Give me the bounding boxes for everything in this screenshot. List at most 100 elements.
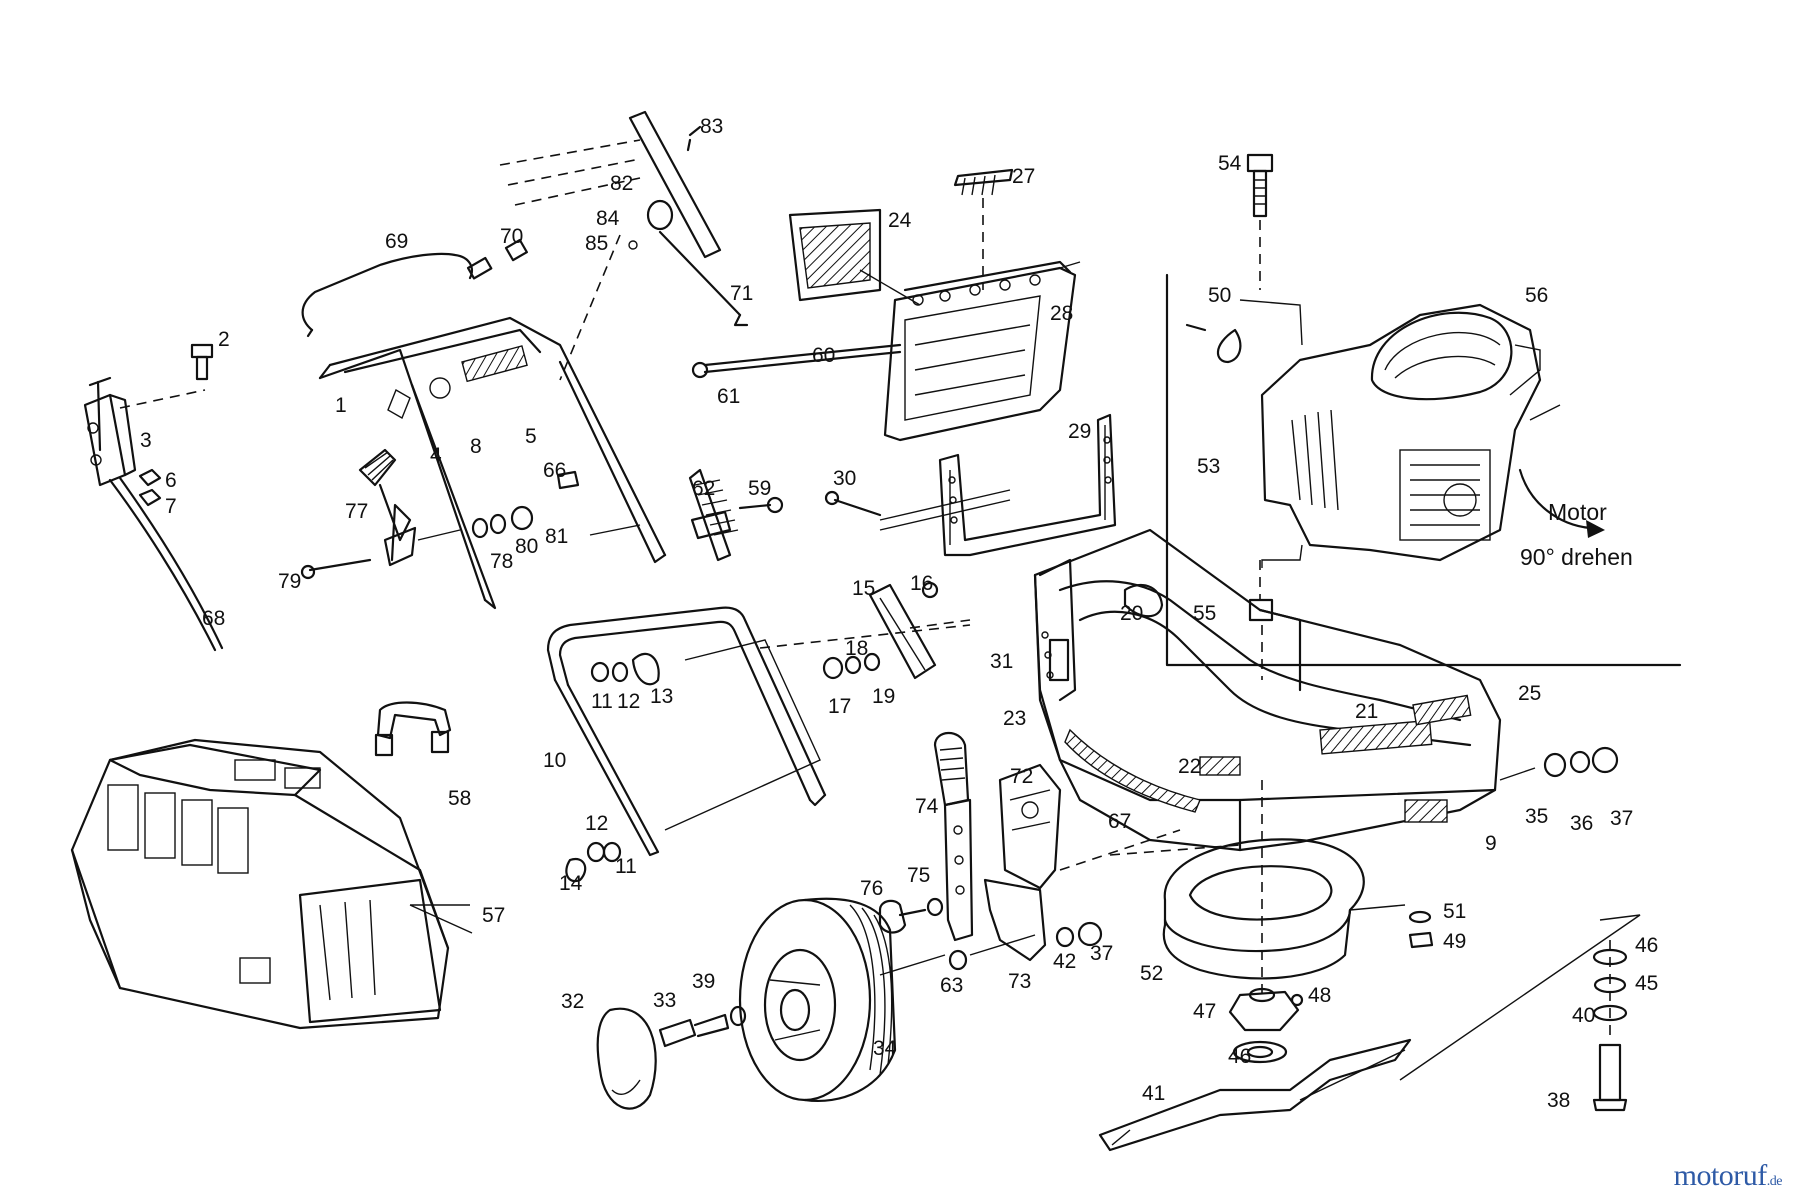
part-label: 75 xyxy=(907,864,930,887)
part-label: 60 xyxy=(812,344,835,367)
rotate-engine-note-line1: Motor xyxy=(1548,499,1607,525)
part-label: 33 xyxy=(653,989,676,1012)
part-label: 25 xyxy=(1518,682,1541,705)
part-label: 11 xyxy=(615,855,637,878)
part-label: 79 xyxy=(278,570,301,593)
upper-handle xyxy=(301,238,667,610)
part-label: 3 xyxy=(140,429,152,452)
part-label: 69 xyxy=(385,230,408,253)
part-label: 50 xyxy=(1208,284,1231,307)
part-label: 4 xyxy=(430,444,442,467)
part-label: 77 xyxy=(345,500,368,523)
grass-catcher xyxy=(70,701,473,1030)
part-label: 27 xyxy=(1012,165,1035,188)
part-label: 31 xyxy=(990,650,1013,673)
part-label: 40 xyxy=(1572,1004,1595,1027)
part-label: 41 xyxy=(1142,1082,1165,1105)
part-label: 23 xyxy=(1003,707,1026,730)
part-label: 84 xyxy=(596,207,620,230)
part-label: 74 xyxy=(915,795,939,818)
part-label: 37 xyxy=(1090,942,1113,965)
part-label: 71 xyxy=(730,282,753,305)
part-label: 13 xyxy=(650,685,673,708)
part-label: 58 xyxy=(448,787,471,810)
part-label: 81 xyxy=(545,525,568,548)
part-label: 72 xyxy=(1010,765,1033,788)
part-label: 14 xyxy=(559,872,583,895)
part-label: 63 xyxy=(940,974,963,997)
part-label: 30 xyxy=(833,467,856,490)
part-label: 8 xyxy=(470,435,482,458)
part-label: 83 xyxy=(700,115,723,138)
part-label: 28 xyxy=(1050,302,1073,325)
part-label: 61 xyxy=(717,385,740,408)
part-label: 57 xyxy=(482,904,505,927)
part-label: 66 xyxy=(543,459,566,482)
part-label: 18 xyxy=(845,637,868,660)
part-label: 82 xyxy=(610,172,633,195)
part-label: 48 xyxy=(1308,984,1331,1007)
part-label: 29 xyxy=(1068,420,1091,443)
part-label: 42 xyxy=(1053,950,1076,973)
part-label: 37 xyxy=(1610,807,1633,830)
part-label: 7 xyxy=(165,495,177,518)
part-label: 15 xyxy=(852,577,875,600)
rotate-engine-note-line2: 90° drehen xyxy=(1520,544,1633,570)
site-watermark: motoruf.de xyxy=(1673,1159,1783,1193)
mower-deck xyxy=(1033,528,1619,852)
part-label: 76 xyxy=(860,877,883,900)
part-label: 59 xyxy=(748,477,771,500)
part-label: 51 xyxy=(1443,900,1466,923)
part-label: 46 xyxy=(1228,1045,1251,1068)
part-label: 12 xyxy=(585,812,608,835)
lower-handle xyxy=(546,606,827,883)
part-label: 46 xyxy=(1635,934,1658,957)
height-adjuster xyxy=(878,731,1181,962)
part-label: 9 xyxy=(1485,832,1497,855)
part-label: 78 xyxy=(490,550,513,573)
part-label: 24 xyxy=(888,209,912,232)
watermark-tld: .de xyxy=(1766,1174,1783,1189)
part-label: 22 xyxy=(1178,755,1201,778)
part-number-labels: 1 2 3 4 5 6 7 8 9 10 11 11 12 12 13 14 1… xyxy=(140,115,1658,1112)
part-label: 36 xyxy=(1570,812,1593,835)
part-label: 62 xyxy=(692,477,715,500)
part-label: 2 xyxy=(218,328,230,351)
part-label: 19 xyxy=(872,685,895,708)
part-label: 17 xyxy=(828,695,851,718)
part-label: 56 xyxy=(1525,284,1548,307)
part-label: 49 xyxy=(1443,930,1466,953)
part-label: 38 xyxy=(1547,1089,1570,1112)
watermark-main: motoruf xyxy=(1673,1159,1768,1192)
part-label: 34 xyxy=(873,1037,897,1060)
part-label: 55 xyxy=(1193,602,1216,625)
part-label: 21 xyxy=(1355,700,1378,723)
part-label: 6 xyxy=(165,469,177,492)
part-label: 20 xyxy=(1120,602,1143,625)
handle-extension-dashed xyxy=(499,110,749,381)
blade-assembly xyxy=(1098,780,1641,1152)
part-label: 52 xyxy=(1140,962,1163,985)
part-label: 5 xyxy=(525,425,537,448)
part-label: 85 xyxy=(585,232,608,255)
part-label: 12 xyxy=(617,690,640,713)
part-label: 68 xyxy=(202,607,225,630)
engine-inset xyxy=(1165,153,1682,680)
part-label: 35 xyxy=(1525,805,1548,828)
upper-parts xyxy=(300,168,1117,680)
part-label: 80 xyxy=(515,535,538,558)
part-label: 70 xyxy=(500,225,523,248)
part-label: 11 xyxy=(591,690,613,713)
part-label: 73 xyxy=(1008,970,1031,993)
part-label: 32 xyxy=(561,990,584,1013)
part-label: 67 xyxy=(1108,810,1131,833)
part-label: 47 xyxy=(1193,1000,1216,1023)
part-label: 45 xyxy=(1635,972,1658,995)
part-label: 39 xyxy=(692,970,715,993)
part-label: 16 xyxy=(910,572,933,595)
part-label: 53 xyxy=(1197,455,1220,478)
part-label: 1 xyxy=(335,394,347,417)
part-label: 54 xyxy=(1218,152,1242,175)
part-label: 10 xyxy=(543,749,566,772)
